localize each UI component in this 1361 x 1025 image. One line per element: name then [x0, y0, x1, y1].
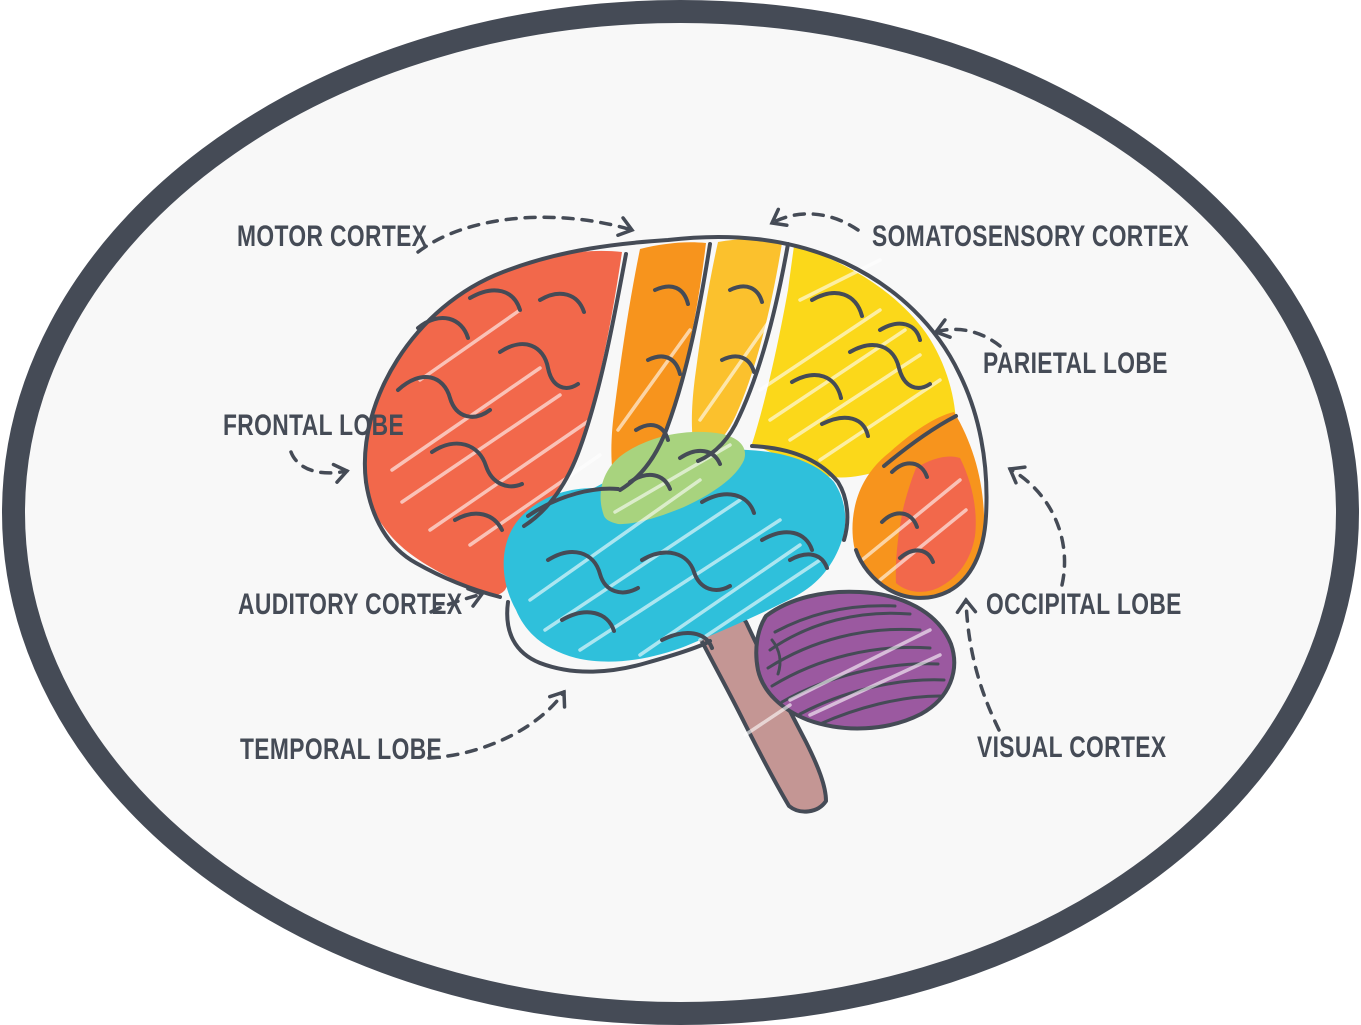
arrow-visual-cortex: [955, 597, 1001, 732]
arrow-temporal-lobe: [427, 689, 567, 760]
brainstem-outline: [686, 606, 828, 814]
brain-region-frontal-lobe: [364, 250, 622, 596]
brain-region-cerebellum: [756, 591, 955, 729]
arrow-occipital-lobe: [1007, 465, 1067, 587]
brain-ink-lines: [362, 234, 989, 674]
label-auditory-cortex: AUDITORY CORTEX: [238, 588, 463, 621]
brain-illustration: [362, 234, 989, 814]
label-parietal-lobe: PARIETAL LOBE: [983, 347, 1168, 380]
label-occipital-lobe: OCCIPITAL LOBE: [986, 588, 1182, 621]
arrow-motor-cortex: [416, 215, 635, 254]
arrow-somatosensory-cortex: [769, 207, 860, 232]
arrow-frontal-lobe: [289, 450, 350, 484]
brain-region-parietal-lobe: [752, 246, 957, 478]
brain-region-temporal-lobe: [503, 449, 846, 662]
brain-region-occipital-back: [895, 456, 976, 592]
arrow-auditory-cortex: [429, 587, 485, 614]
label-visual-cortex: VISUAL CORTEX: [977, 731, 1167, 764]
cerebellum-outline: [754, 589, 957, 731]
label-motor-cortex: MOTOR CORTEX: [237, 220, 428, 253]
annotation-arrows: [289, 207, 1067, 760]
label-temporal-lobe: TEMPORAL LOBE: [240, 733, 443, 766]
brain-region-brainstem: [688, 608, 826, 812]
label-frontal-lobe: FRONTAL LOBE: [223, 409, 405, 442]
label-somatosensory-cortex: SOMATOSENSORY CORTEX: [872, 220, 1190, 253]
scribble-streaks: [390, 258, 968, 737]
arrow-parietal-lobe: [933, 318, 1002, 348]
